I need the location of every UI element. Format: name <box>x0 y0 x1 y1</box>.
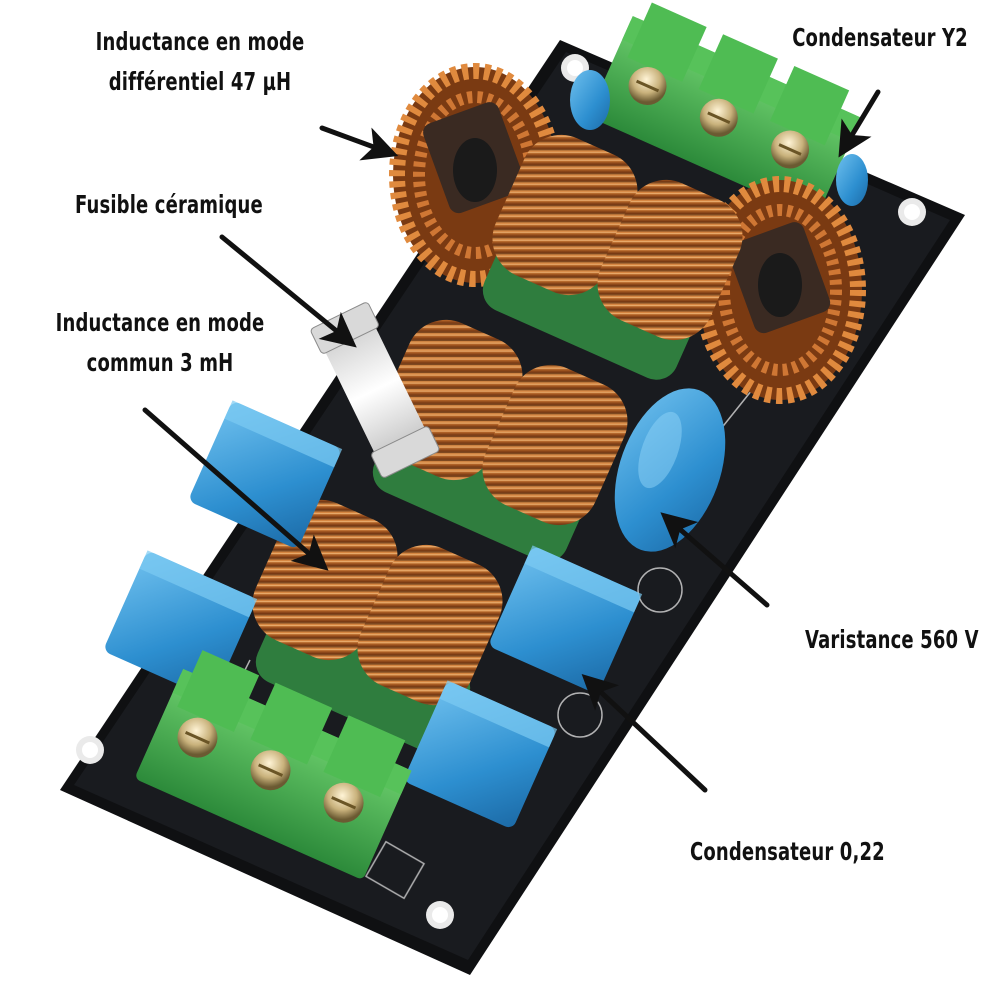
arrow-varistor <box>660 512 770 608</box>
arrow-fuse <box>219 234 357 348</box>
label-common-inductor-line2: commun 3 mH <box>86 348 234 377</box>
label-ceramic-fuse: Fusible céramique <box>75 190 263 219</box>
arrow-capacitor-022 <box>581 674 708 793</box>
x2-capacitor <box>105 400 643 828</box>
terminal-block-top <box>589 2 862 217</box>
label-capacitor-y2: Condensateur Y2 <box>792 23 968 52</box>
label-common-inductor-line1: Inductance en mode <box>55 308 265 337</box>
arrow-capacitor-y2 <box>838 89 881 158</box>
arrow-common-inductor <box>142 407 329 571</box>
annotation-arrows <box>142 89 881 793</box>
label-diff-inductor: Inductance en mode différentiel 47 µH <box>96 22 305 102</box>
label-common-inductor: Inductance en mode commun 3 mH <box>56 303 265 383</box>
label-varistor: Varistance 560 V <box>805 625 979 654</box>
label-diff-inductor-line2: différentiel 47 µH <box>108 67 292 96</box>
label-diff-inductor-line1: Inductance en mode <box>95 27 305 56</box>
y2-capacitor <box>570 70 868 206</box>
terminal-block-bottom <box>136 650 412 879</box>
varistor-disc <box>614 388 726 552</box>
label-capacitor-022: Condensateur 0,22 <box>690 837 885 866</box>
mounting-hole <box>76 54 926 929</box>
common-mode-choke-top <box>482 134 743 380</box>
arrow-diff-inductor <box>319 125 399 161</box>
